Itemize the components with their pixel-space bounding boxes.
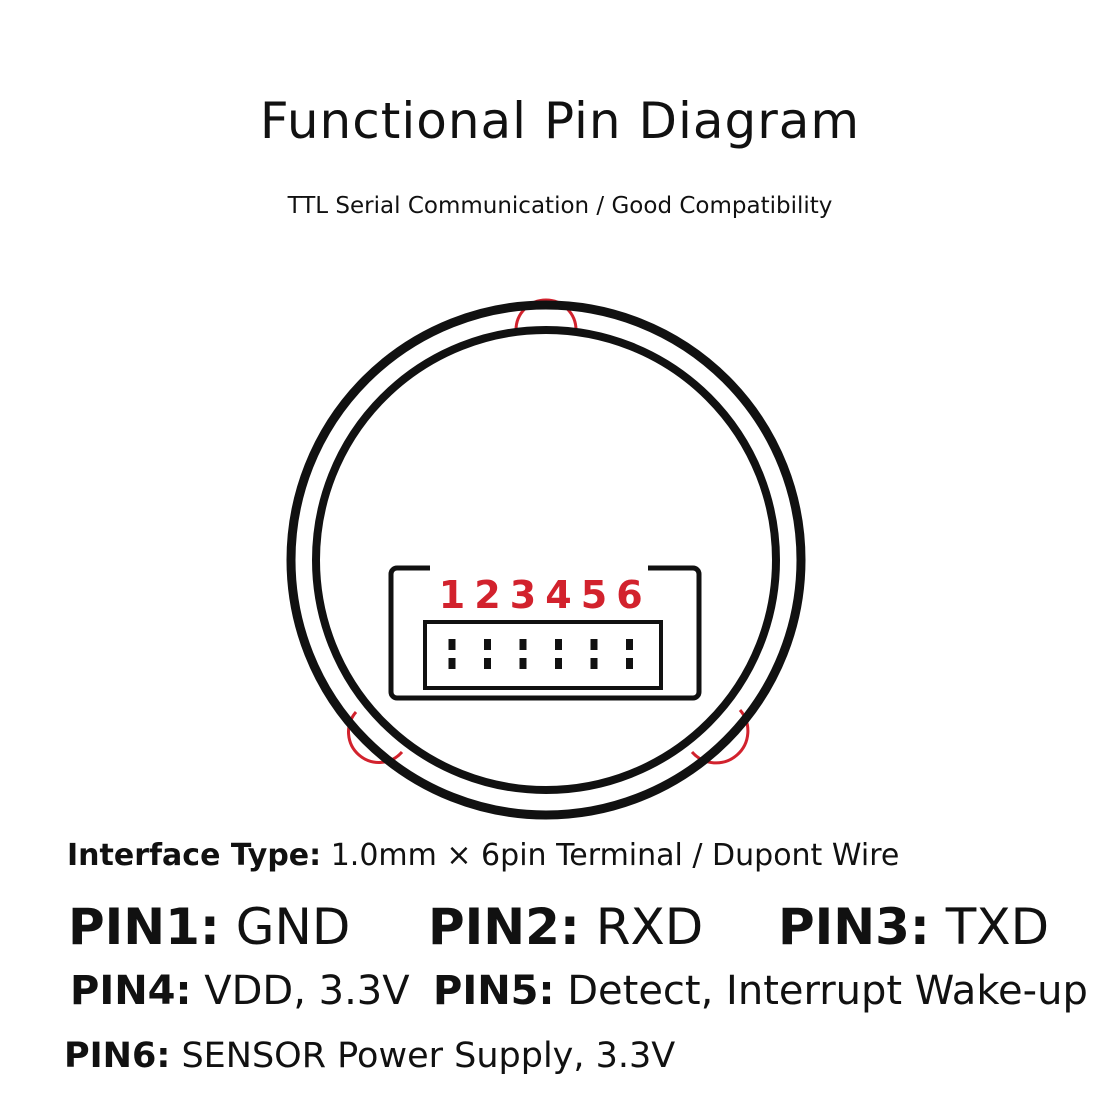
pin2-label: PIN2: (428, 898, 580, 956)
pin3-value: TXD (929, 898, 1050, 956)
pin-contact-1 (448, 639, 456, 669)
pin6-desc: PIN6: SENSOR Power Supply, 3.3V (64, 1036, 675, 1076)
pin-number-4: 4 (545, 573, 571, 617)
pin5-desc: PIN5: Detect, Interrupt Wake-up (433, 968, 1088, 1014)
pin1-label: PIN1: (68, 898, 220, 956)
interface-type: Interface Type: 1.0mm × 6pin Terminal / … (67, 838, 899, 873)
page-title: Functional Pin Diagram (259, 92, 861, 150)
pin3-desc: PIN3: TXD (778, 898, 1049, 956)
pin4-desc: PIN4: VDD, 3.3V (70, 968, 410, 1014)
pin-number-6: 6 (616, 573, 642, 617)
pin5-value: Detect, Interrupt Wake-up (554, 968, 1088, 1014)
pin-contact-6 (626, 639, 633, 669)
pin-contact-2 (484, 639, 491, 669)
interface-type-value: 1.0mm × 6pin Terminal / Dupont Wire (321, 838, 900, 873)
page-subtitle: TTL Serial Communication / Good Compatib… (287, 193, 833, 219)
inner-ring (312, 326, 780, 794)
outer-ring (286, 300, 806, 820)
pin-number-1: 1 (439, 573, 465, 617)
pin-number-2: 2 (474, 573, 500, 617)
top-notch (514, 298, 578, 331)
pin1-value: GND (219, 898, 351, 956)
pin-number-5: 5 (581, 573, 607, 617)
pin-contact-4 (555, 639, 562, 669)
pin-contact-5 (590, 639, 598, 669)
pin5-label: PIN5: (433, 968, 555, 1014)
pin2-desc: PIN2: RXD (428, 898, 703, 956)
pin3-label: PIN3: (778, 898, 930, 956)
pin-number-3: 3 (510, 573, 536, 617)
pin2-value: RXD (579, 898, 704, 956)
pin4-value: VDD, 3.3V (191, 968, 410, 1014)
pin6-value: SENSOR Power Supply, 3.3V (170, 1036, 676, 1076)
pin4-label: PIN4: (70, 968, 192, 1014)
pin1-desc: PIN1: GND (68, 898, 350, 956)
interface-type-label: Interface Type: (67, 838, 322, 873)
pin6-label: PIN6: (64, 1036, 171, 1076)
connector-socket (423, 620, 663, 690)
right-notch (690, 709, 750, 765)
pin-contact-3 (519, 639, 527, 669)
